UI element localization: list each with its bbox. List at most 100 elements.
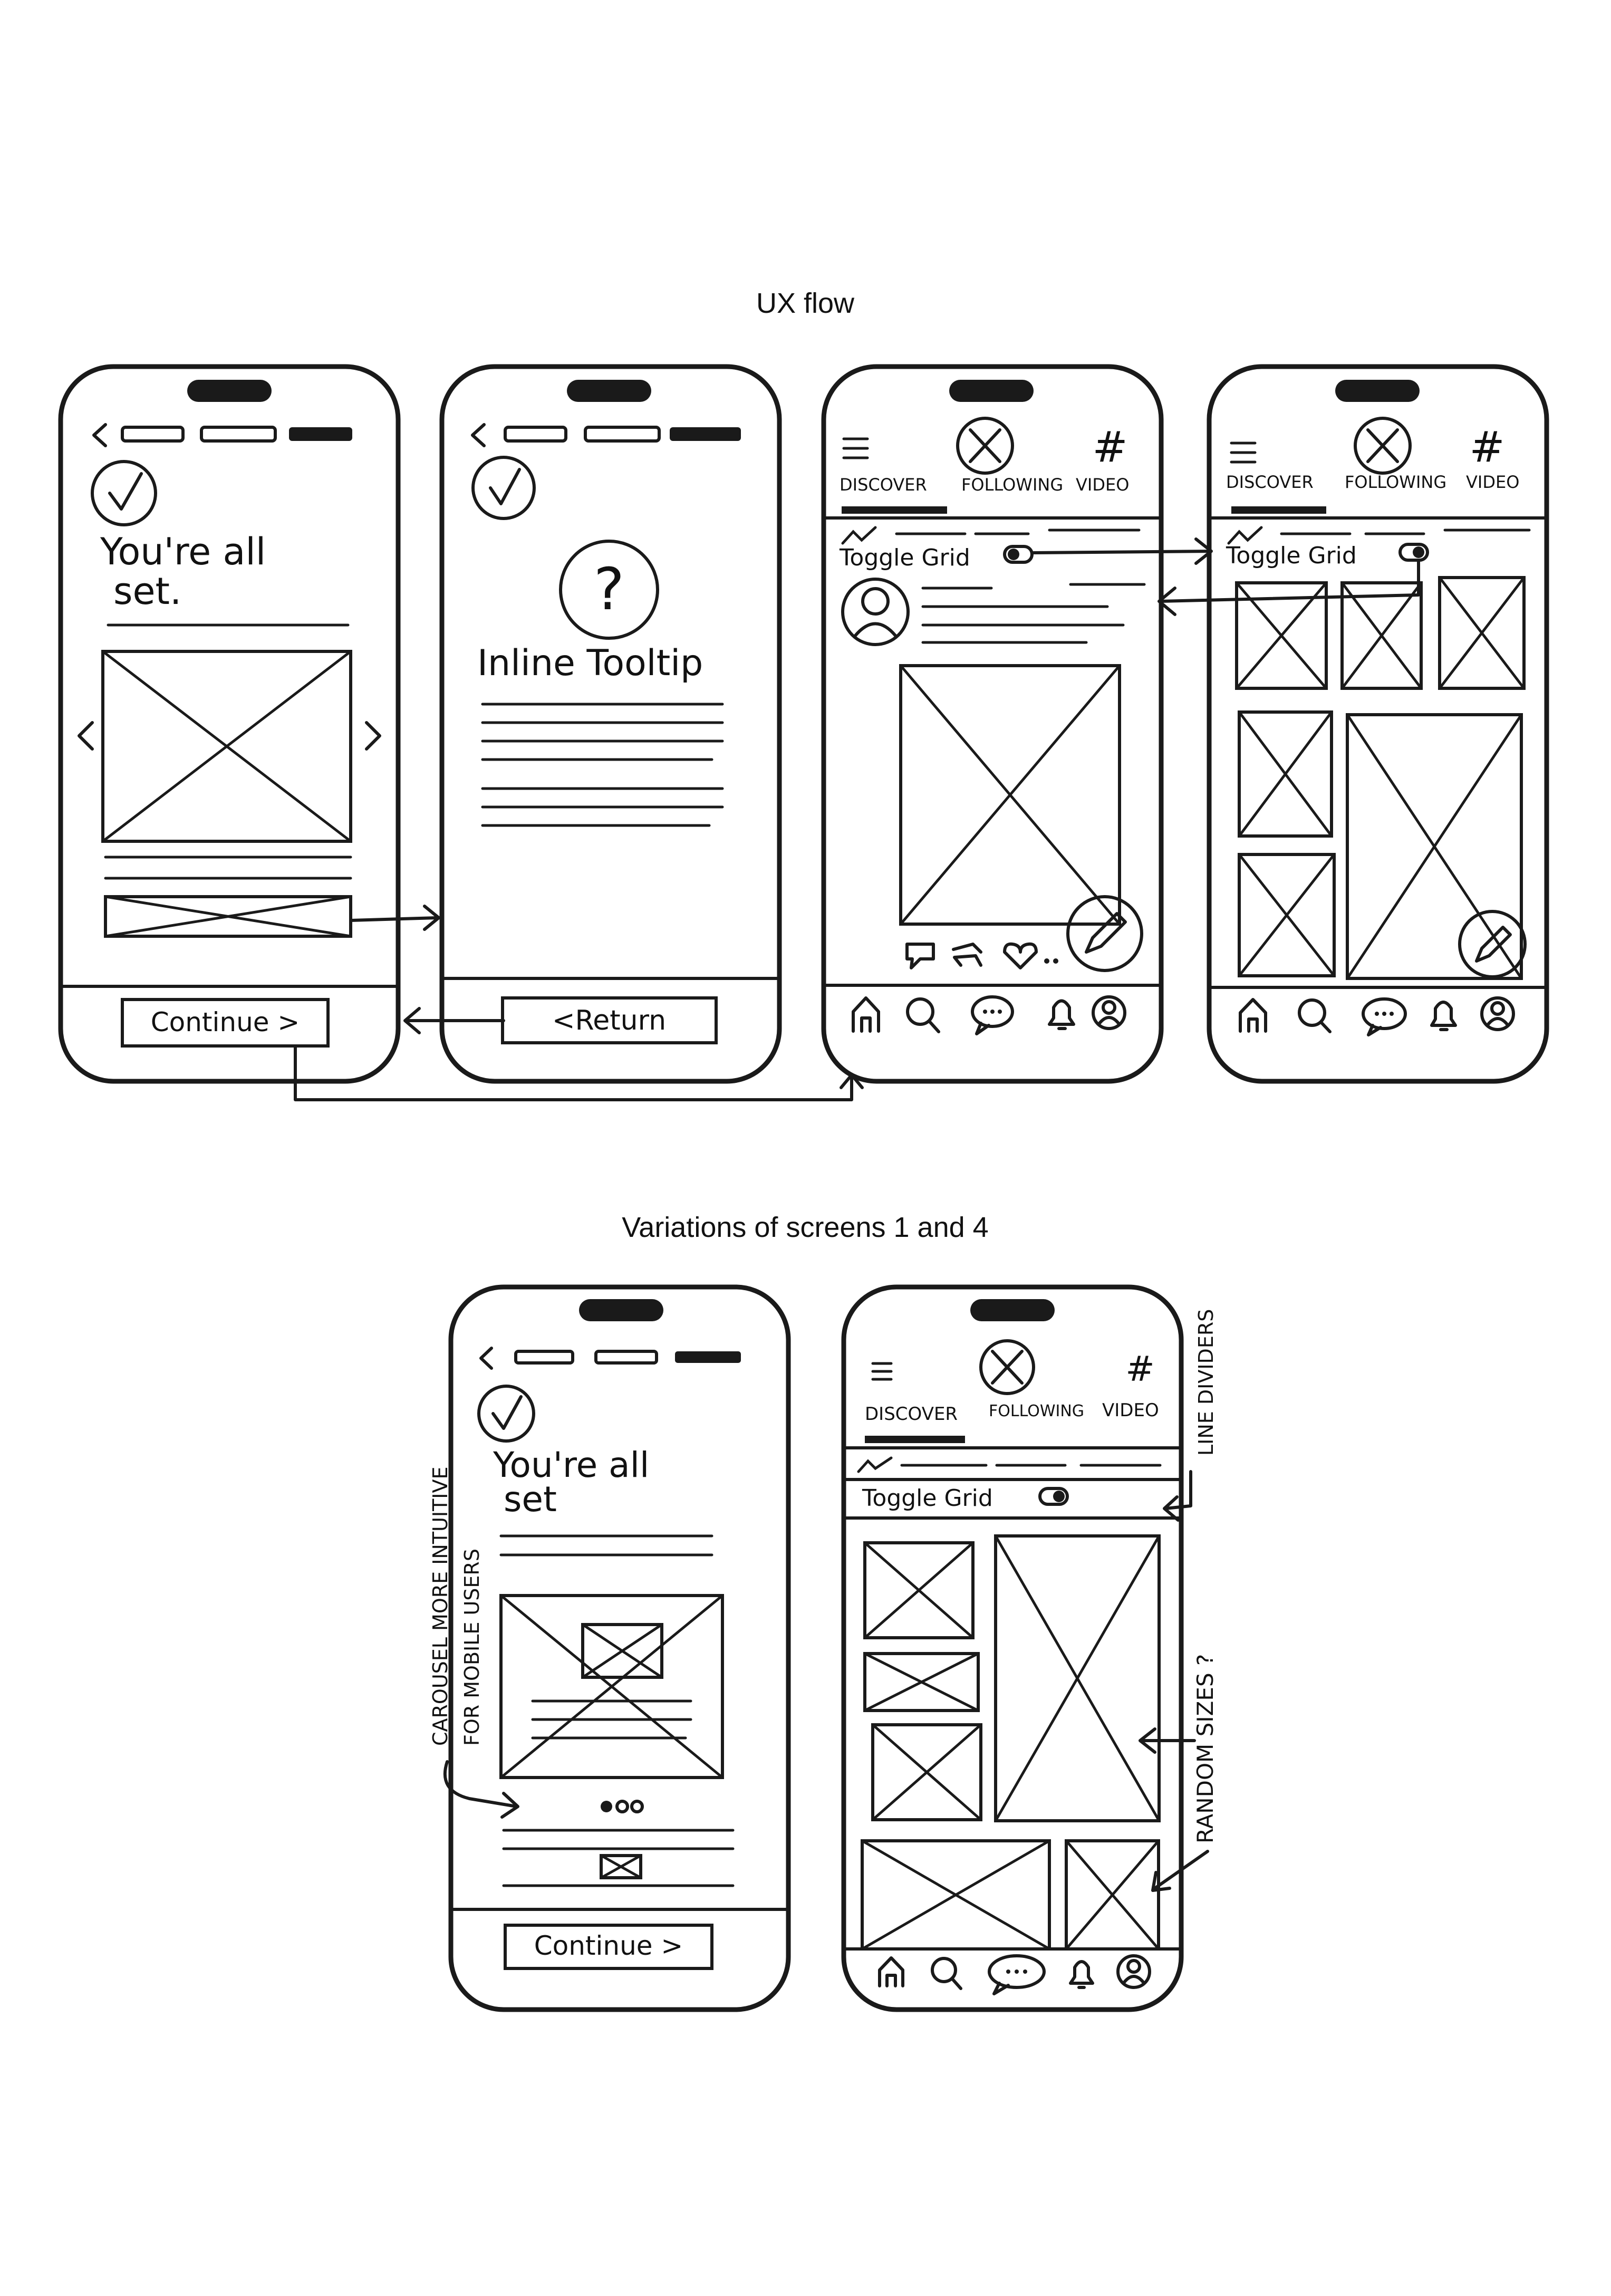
phone-frame xyxy=(841,1284,1184,2012)
grid-tile[interactable] xyxy=(1340,581,1423,690)
profile-icon[interactable] xyxy=(1116,1954,1151,1989)
toggle-grid-label: Toggle Grid xyxy=(1226,542,1357,569)
tooltip-title: Inline Tooltip xyxy=(477,642,703,684)
hash-icon[interactable]: # xyxy=(1092,422,1127,472)
carousel-card[interactable] xyxy=(499,1594,724,1779)
home-icon[interactable] xyxy=(1239,998,1267,1033)
edit-pencil-icon[interactable] xyxy=(1458,910,1527,978)
flow-arrow-to-tooltip xyxy=(349,905,440,931)
grid-tile[interactable] xyxy=(1438,576,1526,690)
post-image[interactable] xyxy=(899,664,1121,926)
grid-tile-large[interactable] xyxy=(994,1534,1161,1822)
continue-button[interactable] xyxy=(504,1924,713,1970)
carousel-prev-icon[interactable] xyxy=(78,721,94,751)
annotation-random-sizes-text: RANDOM SIZES ? xyxy=(1192,1654,1218,1843)
question-circle-icon[interactable] xyxy=(559,540,659,640)
flow-arrow-return xyxy=(403,1007,505,1034)
hamburger-menu-icon[interactable] xyxy=(842,437,869,459)
edit-pencil-icon[interactable] xyxy=(1066,895,1143,972)
tab-following[interactable]: FOLLOWING xyxy=(961,475,1063,495)
logo-x-circle-icon[interactable] xyxy=(956,417,1014,475)
toggle-switch-icon[interactable] xyxy=(1003,545,1034,564)
hash-icon[interactable]: # xyxy=(1125,1349,1154,1389)
home-icon[interactable] xyxy=(852,996,880,1033)
grid-tile[interactable] xyxy=(1238,853,1336,977)
avatar-icon[interactable] xyxy=(841,578,910,646)
progress-header xyxy=(92,423,352,447)
annotation-carousel-line1: CAROUSEL MORE INTUITIVE xyxy=(429,1466,452,1746)
toggle-switch-icon[interactable] xyxy=(1398,543,1429,562)
grid-tile[interactable] xyxy=(863,1541,975,1639)
chat-icon[interactable] xyxy=(971,995,1014,1035)
more-dots-icon[interactable] xyxy=(1044,958,1058,964)
search-icon[interactable] xyxy=(1298,998,1332,1033)
phone-notch xyxy=(579,1299,663,1321)
bell-icon[interactable] xyxy=(1430,1001,1457,1031)
image-link[interactable] xyxy=(600,1854,642,1879)
carousel-image[interactable] xyxy=(101,650,352,843)
phone-notch xyxy=(970,1299,1055,1321)
hamburger-menu-icon[interactable] xyxy=(871,1362,893,1381)
search-icon[interactable] xyxy=(906,997,940,1033)
tab-active-indicator xyxy=(842,506,947,514)
chat-icon[interactable] xyxy=(1362,997,1407,1036)
heart-icon[interactable] xyxy=(1003,942,1038,969)
bell-icon[interactable] xyxy=(1048,999,1075,1030)
progress-step-active xyxy=(670,427,741,441)
carousel-pagination-dots[interactable] xyxy=(601,1800,644,1813)
tab-following[interactable]: FOLLOWING xyxy=(989,1402,1084,1420)
profile-icon[interactable] xyxy=(1480,996,1515,1031)
tab-discover[interactable]: DISCOVER xyxy=(840,475,927,495)
back-chevron-icon[interactable] xyxy=(92,423,107,447)
hash-icon[interactable]: # xyxy=(1469,422,1504,472)
progress-step xyxy=(121,426,185,443)
search-icon[interactable] xyxy=(931,1957,962,1990)
progress-header xyxy=(471,423,741,447)
phone-screen-4: # DISCOVER FOLLOWING VIDEO Toggle Grid xyxy=(1207,364,1549,1084)
phone-notch xyxy=(187,380,272,402)
success-title-line1: You're all xyxy=(100,530,266,573)
chat-icon[interactable] xyxy=(988,1954,1046,1995)
profile-icon[interactable] xyxy=(1092,995,1126,1030)
annotation-line-dividers-text: LINE DIVIDERS xyxy=(1194,1309,1218,1456)
grid-tile[interactable] xyxy=(1238,710,1333,838)
comment-icon[interactable] xyxy=(905,943,935,969)
annotation-arrow xyxy=(1139,1727,1196,1754)
home-icon[interactable] xyxy=(878,1956,904,1987)
grid-tile[interactable] xyxy=(863,1652,980,1712)
tab-discover[interactable]: DISCOVER xyxy=(865,1404,958,1425)
continue-button-label: Continue > xyxy=(534,1930,683,1961)
grid-tile-large[interactable] xyxy=(1346,713,1523,980)
hamburger-menu-icon[interactable] xyxy=(1230,441,1257,464)
toggle-switch-icon[interactable] xyxy=(1038,1487,1069,1506)
image-link[interactable] xyxy=(104,895,352,938)
progress-step xyxy=(514,1350,574,1365)
continue-button[interactable] xyxy=(121,998,330,1048)
progress-header xyxy=(479,1347,741,1370)
phone-notch xyxy=(1335,380,1420,402)
return-button-label: <Return xyxy=(552,1005,666,1036)
tab-following[interactable]: FOLLOWING xyxy=(1345,472,1446,492)
variant-screen-1: You're all set Continu xyxy=(448,1284,791,2012)
phone-screen-3: # DISCOVER FOLLOWING VIDEO Toggle Grid xyxy=(821,364,1164,1084)
variant-screen-2: # DISCOVER FOLLOWING VIDEO Toggle Grid xyxy=(841,1284,1184,2012)
flow-arrow-continue-to-feed xyxy=(294,1044,864,1101)
continue-button-label: Continue > xyxy=(151,1007,300,1037)
grid-tile[interactable] xyxy=(871,1723,982,1821)
tab-video[interactable]: VIDEO xyxy=(1076,475,1129,495)
carousel-next-icon[interactable] xyxy=(365,721,381,751)
back-chevron-icon[interactable] xyxy=(471,423,486,447)
back-chevron-icon[interactable] xyxy=(479,1347,493,1370)
repost-icon[interactable] xyxy=(952,943,982,967)
bell-icon[interactable] xyxy=(1069,1960,1094,1989)
logo-x-circle-icon[interactable] xyxy=(1354,417,1412,475)
tab-video[interactable]: VIDEO xyxy=(1466,472,1519,492)
phone-notch xyxy=(567,380,651,402)
tab-active-indicator xyxy=(865,1436,965,1443)
logo-x-circle-icon[interactable] xyxy=(979,1339,1035,1395)
success-title-line2: set. xyxy=(113,570,181,613)
tab-discover[interactable]: DISCOVER xyxy=(1226,472,1314,492)
check-circle-icon xyxy=(477,1385,535,1443)
tab-video[interactable]: VIDEO xyxy=(1102,1400,1159,1421)
